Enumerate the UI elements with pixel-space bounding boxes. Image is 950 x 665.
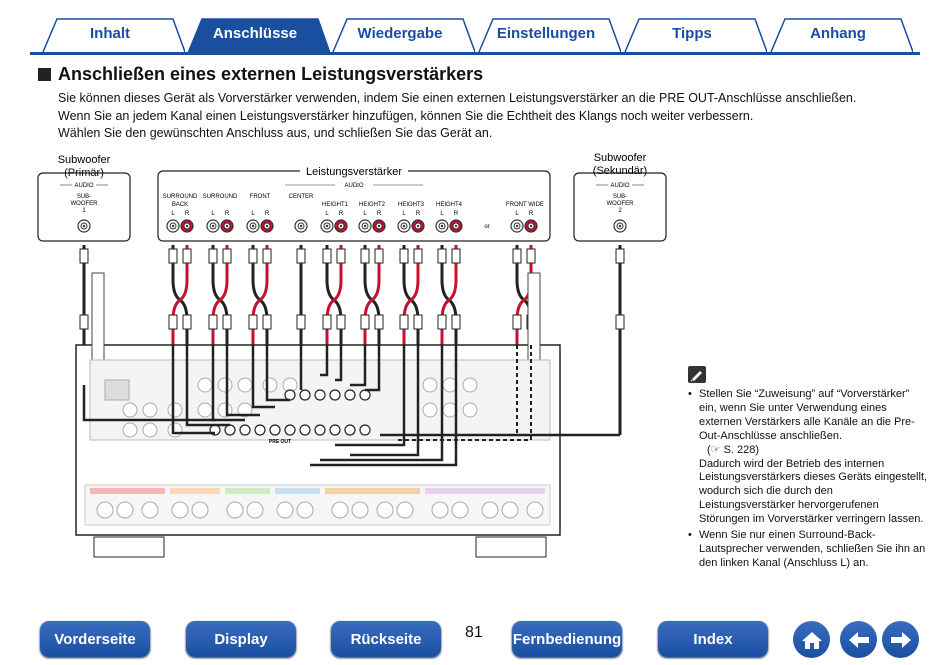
l-label: L (515, 211, 519, 217)
ch-label: SURROUND (163, 194, 198, 200)
tab-tipps[interactable]: Tipps (617, 17, 767, 53)
tab-label: Einstellungen (496, 25, 596, 42)
note-text: Wenn Sie nur einen Surround-Back-Lautspr… (699, 529, 926, 569)
sub1-label-b: WOOFER (71, 201, 99, 207)
tab-anhang[interactable]: Anhang (763, 17, 913, 53)
front-panel-button[interactable]: Vorderseite (40, 621, 150, 657)
amp-audio: AUDIO (344, 183, 363, 189)
tab-bar: Inhalt Anschlüsse Wiedergabe Einstellung… (30, 15, 920, 55)
sub1-audio: AUDIO (74, 183, 93, 189)
sub2-audio: AUDIO (610, 183, 629, 189)
note-box: Stellen Sie “Zuweisung” auf “Vorverstärk… (688, 388, 928, 573)
l-label: L (325, 211, 329, 217)
rca-cables (79, 245, 625, 435)
sub1-label-a: SUB- (77, 194, 91, 200)
home-icon (801, 631, 822, 649)
arrow-left-icon (848, 631, 869, 648)
r-label: R (416, 211, 421, 217)
note-item: Wenn Sie nur einen Surround-Back-Lautspr… (688, 529, 928, 571)
tab-einstellungen[interactable]: Einstellungen (471, 17, 621, 53)
pre-out-label: PRE OUT (269, 439, 291, 445)
rear-panel-button[interactable]: Rückseite (331, 621, 441, 657)
ch-label-2: BACK (172, 202, 188, 208)
intro-line-3: Wählen Sie den gewünschten Anschluss aus… (58, 126, 493, 140)
tab-label: Anhang (810, 25, 866, 42)
intro-line-1: Sie können dieses Gerät als Vorverstärke… (58, 91, 857, 105)
pencil-note-icon (688, 366, 706, 383)
l-label: L (251, 211, 255, 217)
sub1-title: Subwoofer (58, 154, 111, 166)
l-label: L (211, 211, 215, 217)
subwoofer-secondary: Subwoofer (Sekundär) AUDIO SUB- WOOFER 2 (573, 152, 667, 242)
ch-label: HEIGHT4 (436, 202, 463, 208)
r-label: R (377, 211, 382, 217)
tab-label: Wiedergabe (357, 25, 443, 42)
sub1-num: 1 (82, 208, 86, 214)
receiver-rear-panel: PRE OUT (75, 272, 620, 558)
ch-label: FRONT (250, 194, 271, 200)
power-amplifier: Leistungsverstärker AUDIO SURROUND BACK … (157, 164, 551, 242)
arrow-right-icon (890, 631, 911, 648)
ch-label: HEIGHT2 (359, 202, 386, 208)
sub2-title: Subwoofer (594, 152, 647, 164)
tab-baseline (30, 52, 920, 55)
tab-wiedergabe[interactable]: Wiedergabe (325, 17, 475, 53)
or-label: or (484, 224, 489, 230)
intro-line-2: Wenn Sie an jedem Kanal einen Leistungsv… (58, 108, 754, 123)
ch-label: FRONT WIDE (506, 202, 544, 208)
display-button[interactable]: Display (186, 621, 296, 657)
sub2-num: 2 (618, 208, 622, 214)
sub2-label-b: WOOFER (607, 201, 635, 207)
tab-label: Anschlüsse (212, 25, 298, 42)
ch-label: HEIGHT1 (322, 202, 349, 208)
l-label: L (363, 211, 367, 217)
tab-label: Inhalt (90, 25, 130, 42)
sub2-label-a: SUB- (613, 194, 627, 200)
r-label: R (454, 211, 459, 217)
home-button[interactable] (793, 621, 830, 658)
sub1-subtitle: (Primär) (64, 167, 104, 179)
tab-inhalt[interactable]: Inhalt (35, 17, 185, 53)
index-button[interactable]: Index (658, 621, 768, 657)
r-label: R (265, 211, 270, 217)
next-page-button[interactable] (882, 621, 919, 658)
r-label: R (185, 211, 190, 217)
page-title: Anschließen eines externen Leistungsvers… (58, 64, 484, 84)
remote-control-button[interactable]: Fernbedienung (512, 621, 622, 657)
note-item: Stellen Sie “Zuweisung” auf “Vorverstärk… (688, 388, 928, 527)
r-label: R (529, 211, 534, 217)
page-number: 81 (465, 624, 483, 641)
heading-bullet (38, 68, 51, 81)
ch-label: HEIGHT3 (398, 202, 425, 208)
connection-diagram: Subwoofer (Primär) AUDIO SUB- WOOFER 1 S… (37, 152, 667, 558)
subwoofer-primary: Subwoofer (Primär) AUDIO SUB- WOOFER 1 (37, 154, 131, 242)
amp-title: Leistungsverstärker (306, 166, 402, 178)
l-label: L (440, 211, 444, 217)
note-text-cont: Dadurch wird der Betrieb des internen Le… (699, 457, 928, 526)
intro-text: Sie können dieses Gerät als Vorverstärke… (58, 90, 918, 143)
l-label: L (171, 211, 175, 217)
l-label: L (402, 211, 406, 217)
tab-anschluesse[interactable]: Anschlüsse (180, 17, 330, 53)
ch-label: SURROUND (203, 194, 238, 200)
tab-label: Tipps (672, 25, 712, 42)
ch-label: CENTER (289, 194, 314, 200)
r-label: R (225, 211, 230, 217)
r-label: R (339, 211, 344, 217)
note-text: Stellen Sie “Zuweisung” auf “Vorverstärk… (699, 388, 915, 442)
previous-page-button[interactable] (840, 621, 877, 658)
page-reference-link[interactable]: (☞ S. 228) (707, 443, 760, 456)
sub2-subtitle: (Sekundär) (593, 165, 647, 177)
